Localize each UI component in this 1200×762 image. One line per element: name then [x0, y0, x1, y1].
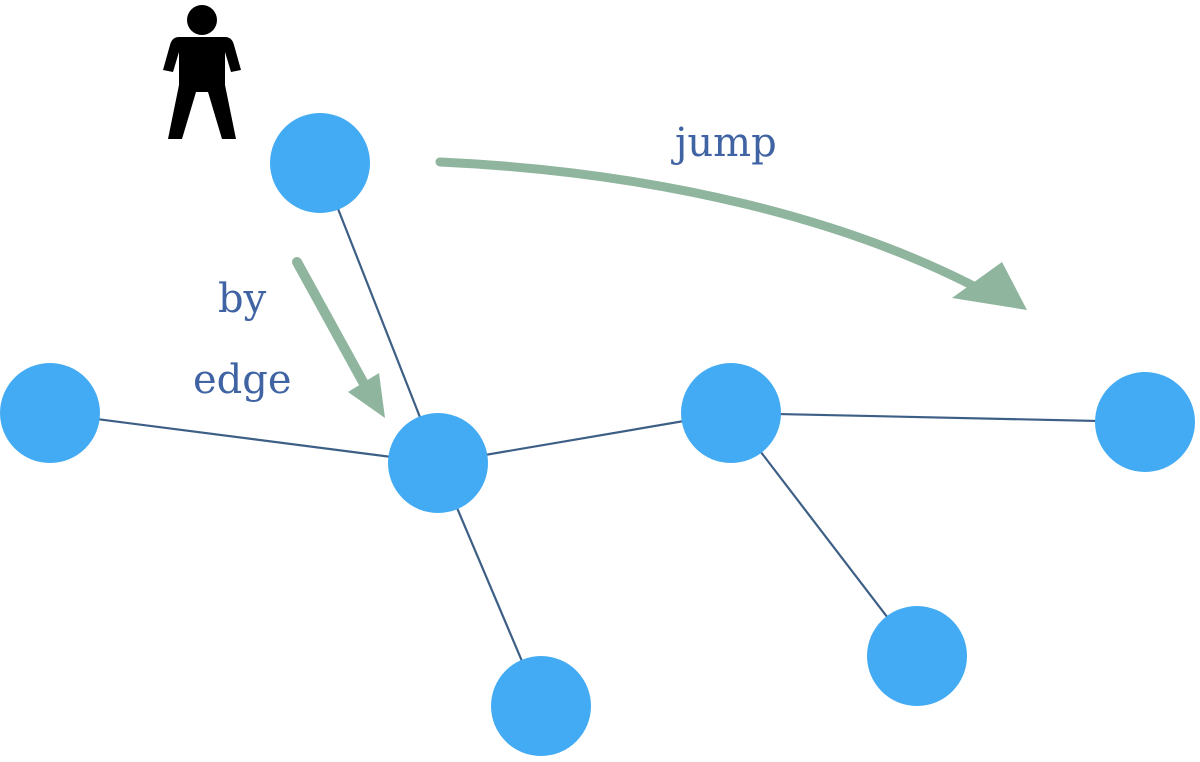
edge-left-center [48, 411, 440, 465]
graph-edges [48, 161, 1147, 708]
graph-nodes [0, 113, 1195, 756]
node-bottom-right [867, 606, 967, 706]
jump-arrow [435, 157, 1027, 310]
by-edge-arrow [292, 257, 385, 418]
by-label: by [218, 276, 267, 322]
edge-mid-right-bottom-right [729, 411, 919, 658]
edge-start-center [318, 161, 440, 465]
person-icon [163, 5, 241, 139]
node-far-right [1095, 372, 1195, 472]
node-left [0, 363, 100, 463]
node-center [388, 413, 488, 513]
node-start [270, 113, 370, 213]
node-mid-right [681, 363, 781, 463]
edge-label: edge [193, 357, 292, 403]
edge-mid-right-far-right [729, 411, 1147, 424]
node-bottom-center [491, 656, 591, 756]
jump-label: jump [671, 120, 777, 166]
